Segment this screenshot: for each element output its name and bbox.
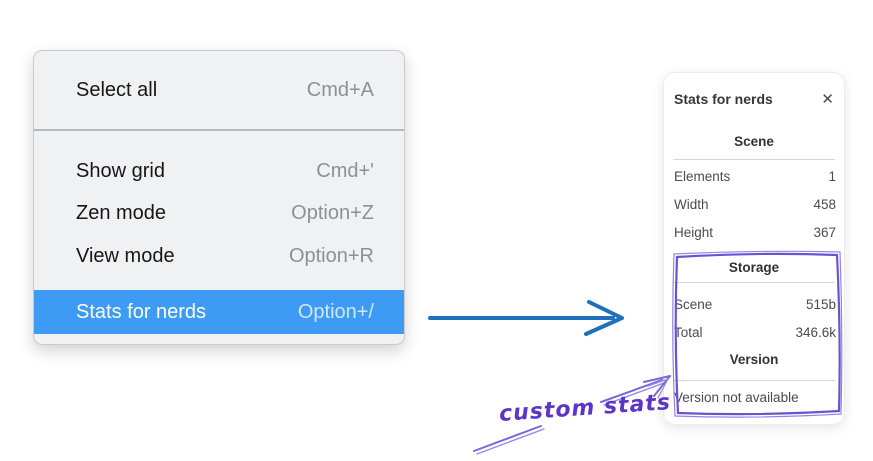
stat-value: 346.6k	[795, 324, 836, 340]
stat-row-elements: Elements 1	[664, 162, 844, 190]
stats-panel: Stats for nerds ✕ Scene Elements 1 Width…	[663, 72, 845, 425]
menu-item-label: Select all	[76, 78, 158, 101]
stat-label: Width	[674, 196, 709, 212]
version-section-title: Version	[729, 352, 779, 367]
stat-label: Scene	[674, 296, 713, 312]
menu-item-label: Zen mode	[76, 201, 167, 224]
annotation-custom-stats: custom stats	[498, 390, 672, 427]
stat-row-scene-storage: Scene 515b	[664, 290, 844, 318]
stat-row-width: Width 458	[664, 190, 844, 218]
storage-section-title: Storage	[728, 260, 780, 275]
version-message: Version not available	[674, 390, 799, 405]
stat-value: 367	[813, 224, 836, 240]
menu-item-shortcut: Cmd+'	[316, 159, 374, 182]
stat-value: 515b	[805, 296, 836, 312]
stat-label: Elements	[674, 168, 731, 184]
stat-row-total-storage: Total 346.6k	[664, 318, 844, 346]
menu-item-label: Show grid	[76, 159, 165, 182]
menu-item-stats-for-nerds[interactable]: Stats for nerds Option+/	[34, 290, 404, 334]
menu-item-label: View mode	[76, 244, 175, 267]
close-icon[interactable]: ✕	[821, 90, 834, 108]
stat-label: Height	[674, 224, 714, 240]
menu-item-shortcut: Option+/	[297, 300, 374, 323]
divider	[673, 282, 835, 283]
blue-arrow	[428, 300, 624, 336]
context-menu: Select all Cmd+A Show grid Cmd+' Zen mod…	[33, 50, 405, 345]
stats-panel-title: Stats for nerds	[674, 91, 773, 107]
stat-value: 458	[813, 196, 836, 212]
stat-label: Total	[674, 324, 703, 340]
menu-item-select-all[interactable]: Select all Cmd+A	[34, 51, 404, 129]
menu-item-zen-mode[interactable]: Zen mode Option+Z	[34, 192, 404, 234]
stat-row-height: Height 367	[664, 218, 844, 246]
menu-item-shortcut: Cmd+A	[306, 78, 374, 101]
menu-item-label: Stats for nerds	[76, 300, 207, 323]
menu-item-show-grid[interactable]: Show grid Cmd+'	[34, 150, 404, 192]
divider	[673, 159, 835, 160]
divider	[673, 380, 835, 381]
menu-item-view-mode[interactable]: View mode Option+R	[34, 235, 404, 277]
scene-section-title: Scene	[734, 134, 774, 149]
menu-item-shortcut: Option+Z	[291, 201, 374, 224]
menu-item-shortcut: Option+R	[288, 244, 374, 267]
stat-value: 1	[828, 168, 836, 184]
stats-panel-header: Stats for nerds ✕	[664, 73, 844, 111]
menu-divider	[34, 129, 404, 131]
